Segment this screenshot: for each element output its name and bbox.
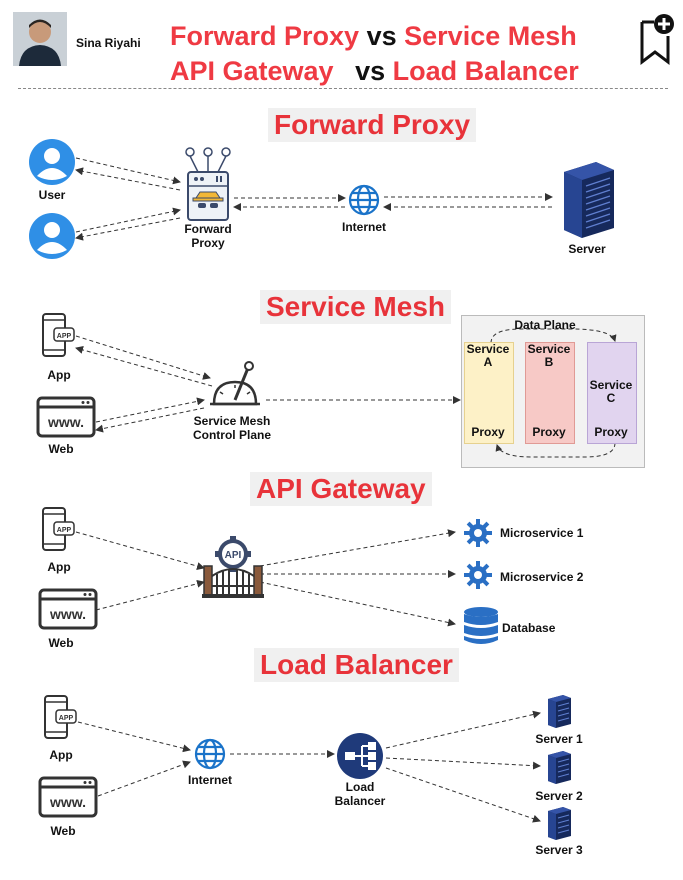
server-icon	[546, 806, 572, 840]
forward-proxy-label: Forward Proxy	[184, 222, 232, 251]
app-badge: APP	[59, 715, 74, 722]
title-service-mesh: Service Mesh	[404, 21, 577, 51]
title-api-gateway: API Gateway	[170, 56, 334, 86]
internet-label: Internet	[187, 773, 232, 787]
database-label: Database	[502, 621, 556, 635]
app-phone-icon: APP	[40, 312, 80, 360]
load-balancer-label: Load Balancer	[334, 780, 386, 809]
app-badge: APP	[57, 333, 72, 340]
web-badge: www.	[47, 414, 84, 430]
avatar	[13, 12, 67, 66]
server-icon	[546, 694, 572, 728]
web-browser-icon: www.	[38, 588, 98, 630]
app-label: App	[47, 560, 71, 574]
database-icon	[463, 606, 499, 646]
web-label: Web	[50, 824, 76, 838]
internet-globe-icon	[194, 738, 226, 770]
microservice-2-label: Microservice 2	[500, 570, 584, 584]
forward-proxy-icon	[180, 146, 236, 222]
service-b-name: Service B	[527, 342, 571, 370]
section-title-forward-proxy: Forward Proxy	[268, 108, 477, 142]
page-title-line-1: Forward Proxy vs Service Mesh	[170, 20, 577, 52]
service-b-proxy: Proxy	[532, 425, 566, 439]
app-phone-icon: APP	[42, 694, 82, 742]
service-c-proxy: Proxy	[594, 425, 628, 439]
author-name: Sina Riyahi	[76, 36, 141, 50]
service-a-box	[464, 342, 514, 444]
web-label: Web	[48, 636, 74, 650]
service-b-box	[525, 342, 575, 444]
service-a-name: Service A	[466, 342, 510, 370]
title-vs: vs	[366, 21, 397, 51]
service-c-name: Service C	[589, 378, 633, 406]
section-title-service-mesh: Service Mesh	[260, 290, 451, 324]
server-3-label: Server 3	[535, 843, 583, 857]
server-label: Server	[568, 242, 606, 256]
title-forward-proxy: Forward Proxy	[170, 21, 360, 51]
microservice-gear-icon	[463, 560, 493, 590]
web-browser-icon: www.	[38, 776, 98, 818]
page-title-line-2: API Gateway vs Load Balancer	[170, 55, 579, 87]
user-label: User	[38, 188, 66, 202]
data-plane-label: Data Plane	[514, 318, 576, 332]
service-c-box	[587, 342, 637, 444]
microservice-1-label: Microservice 1	[500, 526, 584, 540]
bookmark-add-icon[interactable]	[636, 12, 676, 66]
load-balancer-icon	[336, 732, 384, 780]
internet-label: Internet	[341, 220, 386, 234]
app-badge: APP	[57, 527, 72, 534]
web-label: Web	[48, 442, 74, 456]
web-badge: www.	[49, 794, 86, 810]
api-badge: API	[225, 550, 242, 561]
control-plane-label: Service Mesh Control Plane	[192, 414, 271, 443]
microservice-gear-icon	[463, 518, 493, 548]
server-2-label: Server 2	[535, 789, 583, 803]
app-label: App	[49, 748, 73, 762]
app-phone-icon: APP	[40, 506, 80, 554]
web-browser-icon: www.	[36, 396, 96, 438]
server-icon	[556, 160, 618, 238]
header-divider	[18, 88, 668, 89]
title-vs: vs	[355, 56, 386, 86]
server-icon	[546, 750, 572, 784]
app-label: App	[47, 368, 71, 382]
section-title-api-gateway: API Gateway	[250, 472, 432, 506]
user-icon	[28, 138, 76, 186]
user-icon	[28, 212, 76, 260]
web-badge: www.	[49, 606, 86, 622]
title-load-balancer: Load Balancer	[392, 56, 579, 86]
server-1-label: Server 1	[535, 732, 583, 746]
service-a-proxy: Proxy	[471, 425, 505, 439]
control-plane-lever-icon	[204, 360, 266, 408]
api-gateway-icon: API	[202, 536, 264, 598]
internet-globe-icon	[348, 184, 380, 216]
section-title-load-balancer: Load Balancer	[254, 648, 459, 682]
